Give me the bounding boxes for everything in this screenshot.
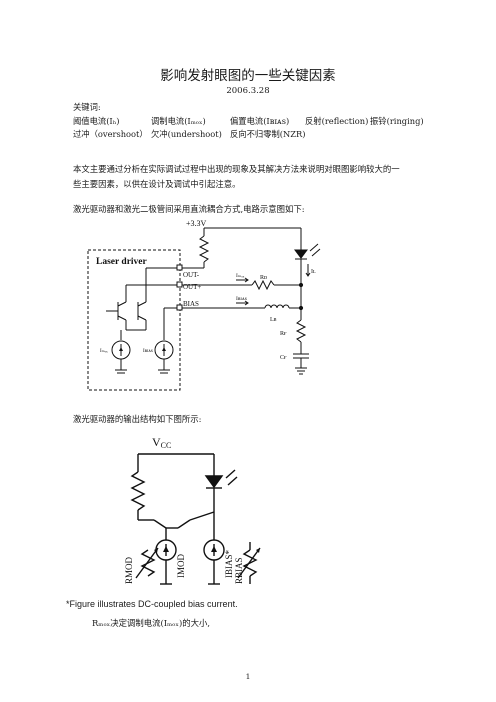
vcc-label-main: V: [152, 435, 161, 449]
ibias-source-label: Iʙɪᴀѕ: [143, 349, 153, 354]
keyword: 欠冲(undershoot): [151, 129, 222, 139]
dc-coupling-schematic: +3.3V Laser driver OUT- OUT+ BIAS Iₘₒₓ I…: [87, 219, 321, 391]
il-label: Iʟ: [311, 269, 316, 275]
pin-label-bias: BIAS: [183, 300, 199, 308]
ibias-label: IBIAS*: [224, 549, 234, 578]
ibias-arrow-label: Iʙɪᴀѕ: [236, 296, 247, 302]
document-date: 2006.3.28: [226, 86, 270, 96]
keywords-label: 关键词:: [73, 102, 101, 112]
output-structure-text: 激光驱动器的输出结构如下图所示:: [73, 414, 202, 424]
keyword: 偏置电流(Iʙɪᴀѕ): [230, 116, 290, 126]
pin-label-out-plus: OUT+: [183, 283, 201, 291]
supply-label: +3.3V: [186, 219, 207, 228]
rd-label: Rᴅ: [260, 275, 267, 281]
cf-label: Cғ: [280, 355, 287, 361]
page-title: 影响发射眼图的一些关键因素: [160, 68, 336, 84]
intro-line: 本文主要通过分析在实际调试过程中出现的现象及其解决方法来说明对眼图影响较大的一: [73, 164, 400, 174]
rmod-label: RMOD: [124, 556, 134, 584]
vcc-label: VCC: [152, 435, 171, 450]
keyword: 振铃(ringing): [370, 116, 424, 126]
figure-caption: *Figure illustrates DC-coupled bias curr…: [66, 599, 238, 609]
intro-line: 些主要因素，以供在设计及调试中引起注意。: [73, 179, 241, 189]
rbias-label: RBIAS: [234, 557, 244, 584]
output-structure-schematic: VCC IMOD IBIAS* RMOD RBIAS: [124, 435, 261, 585]
rf-label: Rғ: [280, 331, 287, 337]
page-number: 1: [245, 672, 251, 681]
imod-source-label: Iₘₒₓ: [100, 349, 108, 354]
imod-arrow-label: Iₘₒₓ: [236, 273, 245, 279]
lb-label: Lʙ: [270, 317, 277, 323]
driver-block-label: Laser driver: [96, 257, 148, 267]
keyword: 反射(reflection): [305, 116, 369, 126]
imod-label: IMOD: [176, 554, 186, 578]
pin-label-out-minus: OUT-: [183, 271, 200, 279]
vcc-label-sub: CC: [161, 441, 172, 450]
keyword: 过冲（overshoot）: [73, 129, 148, 139]
keyword: 调制电流(Iₘₒₓ): [151, 116, 206, 126]
rmod-description: Rₘₒₓ决定调制电流(Iₘₒₓ)的大小,: [92, 618, 211, 628]
keyword: 阈值电流(Iₕ): [73, 116, 120, 126]
keyword: 反向不归零制(NZR): [230, 129, 306, 139]
circuit-intro-text: 激光驱动器和激光二极管间采用直流耦合方式,电路示意图如下:: [73, 204, 305, 214]
